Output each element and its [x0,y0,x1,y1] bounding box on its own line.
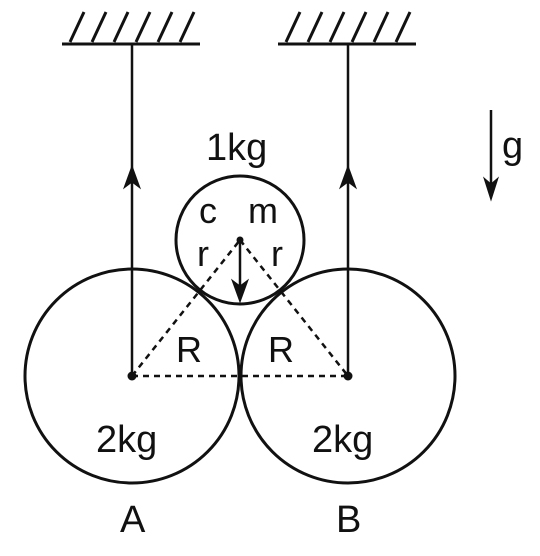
center-triangle [131,239,349,378]
ceiling-right [278,11,416,46]
label-R-left: R [176,329,202,370]
label-R-right: R [268,329,294,370]
cylinder-B [239,267,457,485]
string-right [338,44,358,376]
center-dot-small [236,236,244,244]
label-r-left: r [197,233,209,274]
label-A: A [120,499,146,541]
label-r-right: r [271,233,283,274]
ceiling-left [62,11,200,46]
string-left [122,44,142,376]
center-dot-A [127,371,137,381]
label-B: B [336,499,361,541]
label-c: c [199,190,217,231]
cylinder-A [23,267,241,485]
cylinder-small [174,174,306,306]
weight-arrow [230,242,250,304]
label-m: m [248,190,278,231]
label-mass-B: 2kg [312,419,373,461]
label-top-mass: 1kg [206,127,267,169]
label-g: g [502,125,523,167]
label-mass-A: 2kg [96,419,157,461]
gravity-arrow [482,110,500,202]
center-dot-B [343,371,353,381]
